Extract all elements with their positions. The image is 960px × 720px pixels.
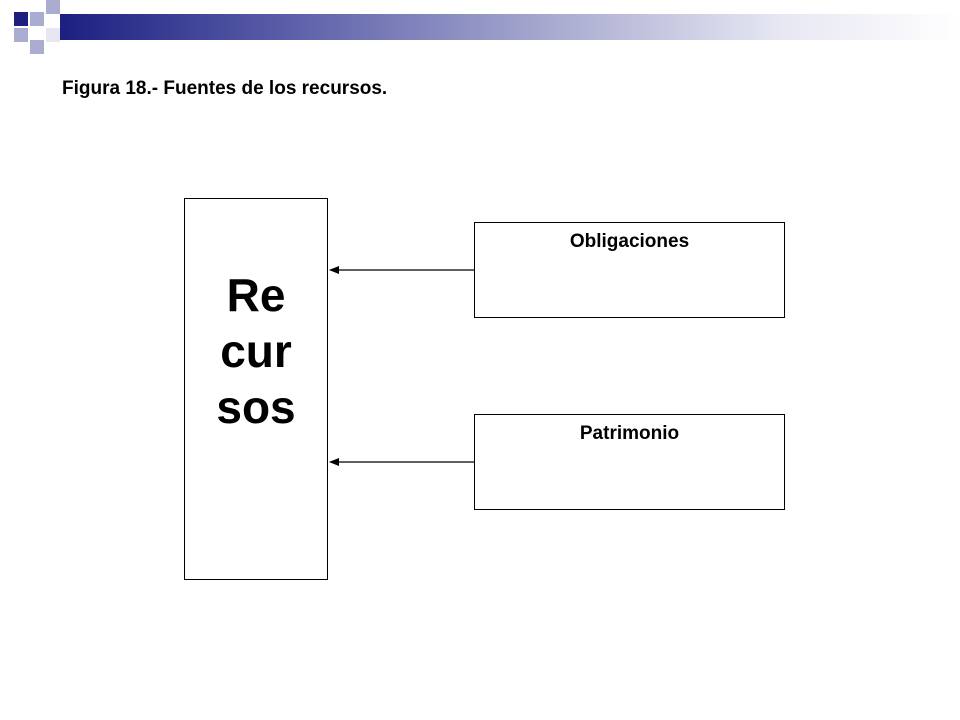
slide-title: Figura 18.- Fuentes de los recursos. xyxy=(62,78,388,99)
decorative-square xyxy=(46,28,60,42)
obligations-box: Obligaciones xyxy=(474,222,785,318)
decorative-square xyxy=(30,12,44,26)
resources-label-line: Re xyxy=(226,269,286,321)
resources-label-line: sos xyxy=(216,381,296,433)
decorative-square xyxy=(14,12,28,26)
resources-label-line: cur xyxy=(220,325,292,377)
resources-label: Re cur sos xyxy=(185,267,327,435)
resources-box: Re cur sos xyxy=(184,198,328,580)
decorative-square xyxy=(14,28,28,42)
decorative-square xyxy=(30,40,44,54)
equity-label: Patrimonio xyxy=(579,423,680,444)
header-gradient-bar xyxy=(60,14,960,40)
obligations-label: Obligaciones xyxy=(569,231,690,252)
decorative-square xyxy=(46,0,60,14)
equity-box: Patrimonio xyxy=(474,414,785,510)
